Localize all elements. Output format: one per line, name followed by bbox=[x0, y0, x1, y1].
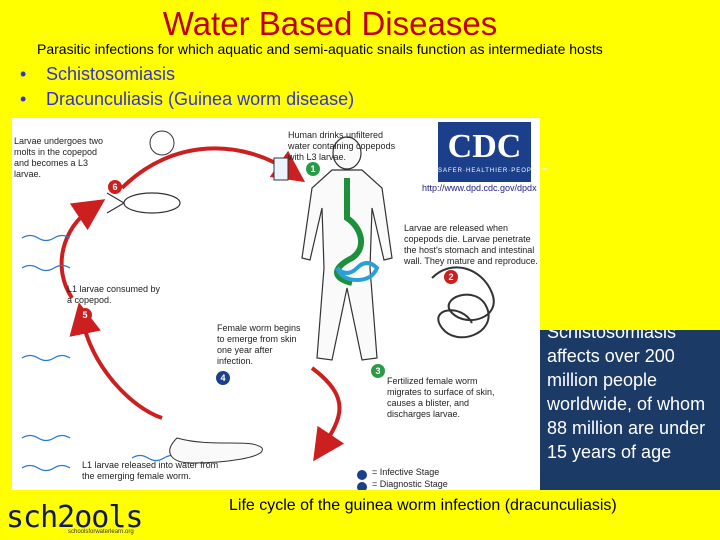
diagnostic-marker bbox=[357, 482, 367, 490]
source-url: http://www.dpd.cdc.gov/dpdx bbox=[422, 183, 537, 193]
step-text-6: Larvae undergoes two molts in the copepo… bbox=[14, 136, 104, 179]
cdc-logo: CDC SAFER·HEALTHIER·PEOPLE™ bbox=[438, 122, 549, 182]
intestine bbox=[335, 261, 380, 283]
lifecycle-artwork bbox=[21, 130, 495, 490]
cycle-arrow-top bbox=[120, 146, 306, 190]
larva-circle bbox=[149, 130, 175, 156]
water-waves bbox=[21, 234, 181, 472]
page-title: Water Based Diseases bbox=[162, 5, 498, 42]
step-text-1: Human drinks unfiltered water containing… bbox=[288, 130, 396, 162]
human-figure bbox=[301, 136, 393, 361]
step-number-4: 4 bbox=[216, 371, 230, 385]
copepod bbox=[106, 192, 181, 214]
cdc-tagline: SAFER·HEALTHIER·PEOPLE™ bbox=[438, 168, 549, 174]
step-number-2: 2 bbox=[444, 270, 458, 284]
figure-caption: Life cycle of the guinea worm infection … bbox=[229, 497, 617, 514]
step-number-3: 3 bbox=[371, 364, 385, 378]
stomach bbox=[334, 178, 364, 286]
info-box-text: Schistosomiasis affects over 200 million… bbox=[547, 330, 706, 462]
cycle-arrow-left bbox=[59, 199, 106, 300]
bullet-list: Schistosomiasis Dracunculiasis (Guinea w… bbox=[20, 62, 376, 112]
legend-infective: = Infective Stage bbox=[372, 467, 440, 477]
schistosomiasis-info-box: Schistosomiasis affects over 200 million… bbox=[540, 330, 720, 490]
step-text-3: Fertilized female worm migrates to surfa… bbox=[387, 376, 495, 419]
bullet-schistosomiasis: Schistosomiasis bbox=[20, 62, 376, 87]
schools-logo-sub: schoolsforwaterlearn.org bbox=[68, 529, 134, 535]
infective-marker bbox=[357, 470, 367, 480]
schools-logo: sch2ools schoolsforwaterlearn.org bbox=[6, 500, 156, 538]
bullet-list-wrapper: Schistosomiasis Dracunculiasis (Guinea w… bbox=[0, 62, 520, 119]
cycle-arrow-bottom bbox=[69, 302, 163, 420]
foot bbox=[169, 437, 263, 464]
worm-tangle bbox=[431, 266, 495, 339]
step-number-6: 6 bbox=[108, 180, 122, 194]
legend-diagnostic: = Diagnostic Stage bbox=[372, 479, 448, 489]
cdc-logo-text: CDC bbox=[447, 128, 522, 165]
page-subtitle: Parasitic infections for which aquatic a… bbox=[37, 41, 603, 57]
bullet-dracunculiasis: Dracunculiasis (Guinea worm disease) bbox=[20, 87, 376, 112]
step-text-7: L1 larvae released into water from the e… bbox=[82, 460, 219, 481]
water-glass bbox=[273, 157, 289, 181]
step-text-5: L1 larvae consumed by a copepod. bbox=[67, 284, 161, 305]
step-number-5: 5 bbox=[78, 308, 92, 322]
cycle-arrow-right bbox=[310, 366, 345, 462]
step-number-1: 1 bbox=[306, 162, 320, 176]
step-text-4: Female worm begins to emerge from skin o… bbox=[217, 323, 301, 366]
schools-logo-text: sch2ools bbox=[6, 500, 143, 535]
step-text-2: Larvae are released when copepods die. L… bbox=[404, 223, 538, 266]
